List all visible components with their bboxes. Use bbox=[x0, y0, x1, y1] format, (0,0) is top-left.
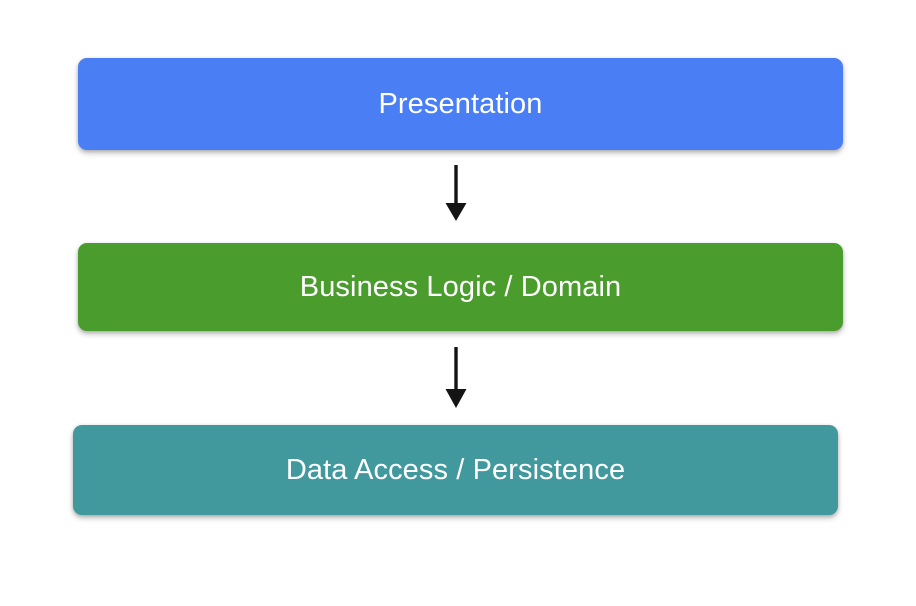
node-data-access-label: Data Access / Persistence bbox=[285, 453, 626, 486]
edge-presentation-to-business-logic bbox=[445, 165, 467, 221]
arrow-head-icon bbox=[445, 389, 467, 408]
node-business-logic[interactable]: Business Logic / Domain bbox=[78, 243, 843, 331]
node-data-access[interactable]: Data Access / Persistence bbox=[73, 425, 838, 515]
node-business-logic-label: Business Logic / Domain bbox=[299, 270, 622, 303]
arrow-head-icon bbox=[445, 203, 467, 221]
node-presentation[interactable]: Presentation bbox=[78, 58, 843, 150]
edge-business-logic-to-data-access bbox=[445, 347, 467, 408]
node-presentation-label: Presentation bbox=[378, 87, 543, 120]
